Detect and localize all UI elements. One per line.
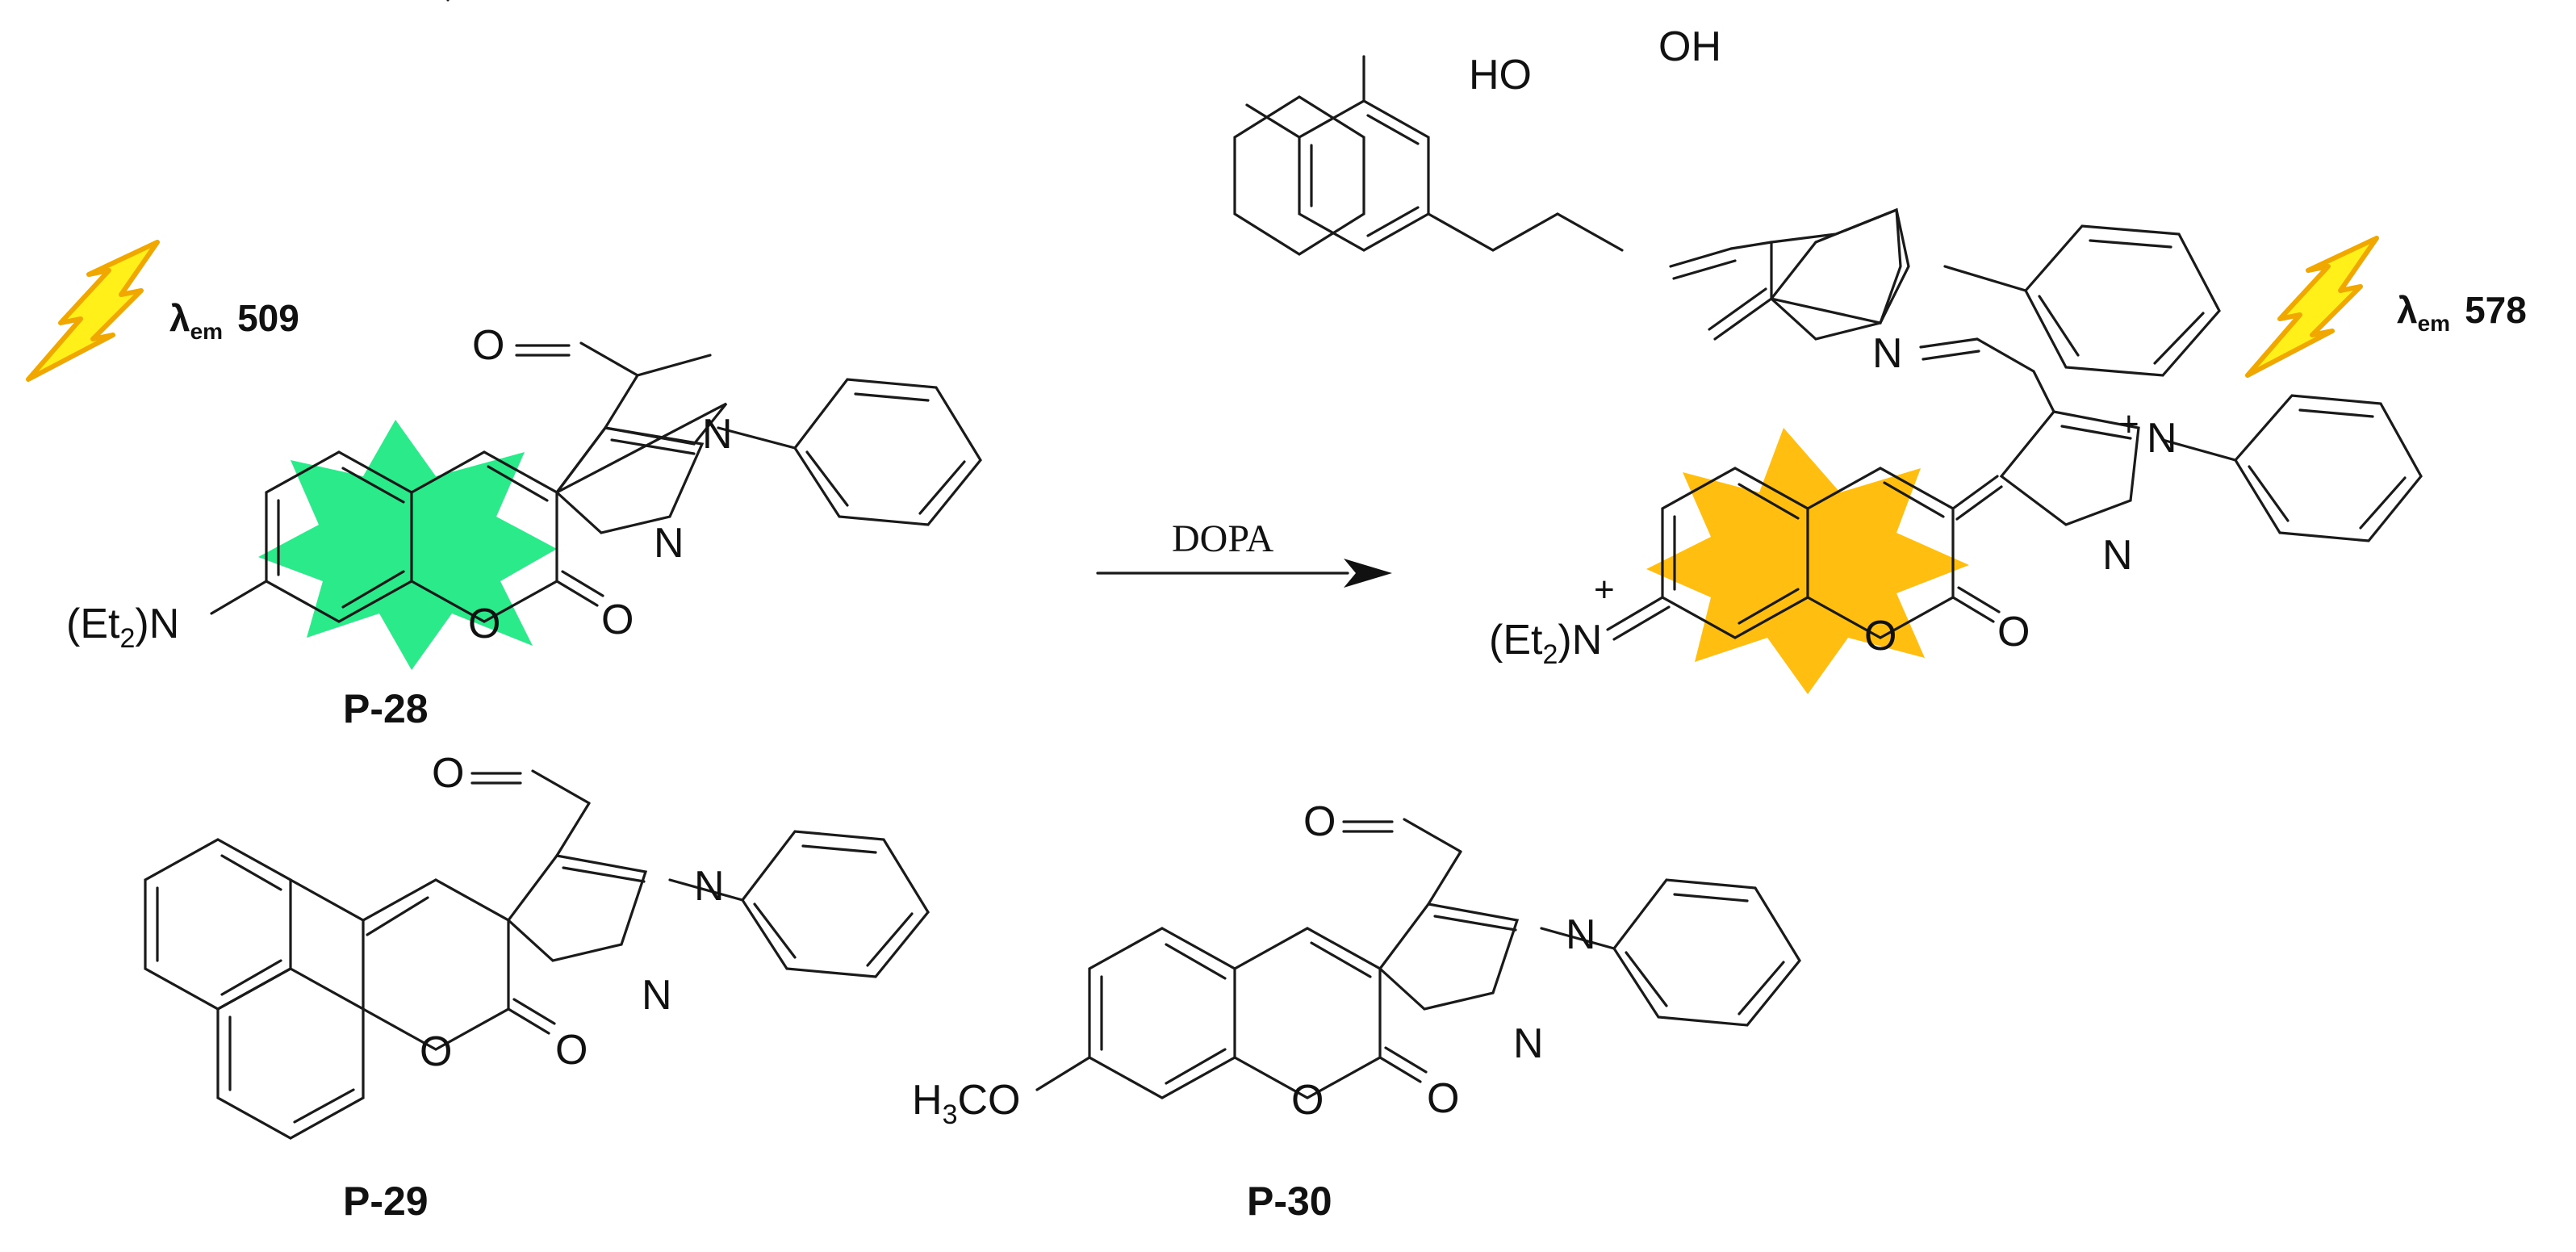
- atom-n1-p29: N: [694, 863, 725, 910]
- atom-n2-p29: N: [642, 972, 672, 1019]
- compound-p28: O O O N N (Et2)N P-28: [66, 322, 982, 731]
- atom-o-aldehyde-p29: O: [432, 750, 464, 797]
- atom-n-pyrazolium: N: [2147, 415, 2177, 462]
- atom-n-imine: N: [1872, 330, 1903, 377]
- reagent-label: DOPA: [1172, 517, 1274, 560]
- compound-label-p28: P-28: [343, 686, 429, 731]
- atom-o-carbonyl-product: O: [1997, 609, 2030, 655]
- compound-label-p30: P-30: [1247, 1179, 1332, 1224]
- atom-o-carbonyl-p30: O: [1427, 1075, 1459, 1122]
- atom-o-carbonyl-p29: O: [555, 1027, 588, 1074]
- lightning-bolt-icon: [26, 240, 160, 382]
- atom-o-ring-p30: O: [1291, 1077, 1324, 1124]
- green-emission-star-icon: [258, 420, 557, 670]
- product-labels: HO OH N N + N O O (Et2)N +: [1469, 23, 2177, 670]
- product-pyrazolium: [1919, 337, 2423, 542]
- compound-p30: O O O N N H3CO P-30: [912, 798, 1801, 1224]
- h3co-label: H3CO: [912, 1077, 1020, 1130]
- compound-label-p29: P-29: [343, 1179, 429, 1224]
- et2n-label: (Et2)N: [66, 601, 179, 654]
- atom-o-ring: O: [468, 601, 500, 647]
- iminium-charge: +: [1594, 570, 1615, 609]
- reaction-arrow: DOPA: [1096, 517, 1392, 588]
- atom-oh: OH: [1658, 23, 1721, 70]
- atom-o-ring-p29: O: [420, 1028, 452, 1075]
- product-core: [1606, 428, 2003, 694]
- atom-o-aldehyde-p30: O: [1303, 798, 1336, 845]
- atom-o-aldehyde: O: [472, 322, 504, 369]
- atom-n2-product: N: [2102, 532, 2133, 579]
- atom-n2: N: [654, 520, 684, 567]
- atom-o-carbonyl: O: [601, 597, 634, 643]
- atom-n1-p30: N: [1566, 911, 1596, 958]
- atom-o-ring-product: O: [1864, 613, 1896, 659]
- atom-ho: HO: [1469, 52, 1532, 98]
- atom-n2-p30: N: [1513, 1020, 1544, 1067]
- lightning-bolt-icon: [2245, 236, 2379, 378]
- compound-p29: O O O N N P-29: [144, 750, 930, 1224]
- compound-product: [446, 0, 1365, 256]
- atom-n1: N: [702, 411, 733, 458]
- et2n-plus-label: (Et2)N: [1489, 617, 1602, 670]
- product-structure: [1245, 55, 2221, 377]
- pyrazolium-charge: +: [2118, 404, 2139, 444]
